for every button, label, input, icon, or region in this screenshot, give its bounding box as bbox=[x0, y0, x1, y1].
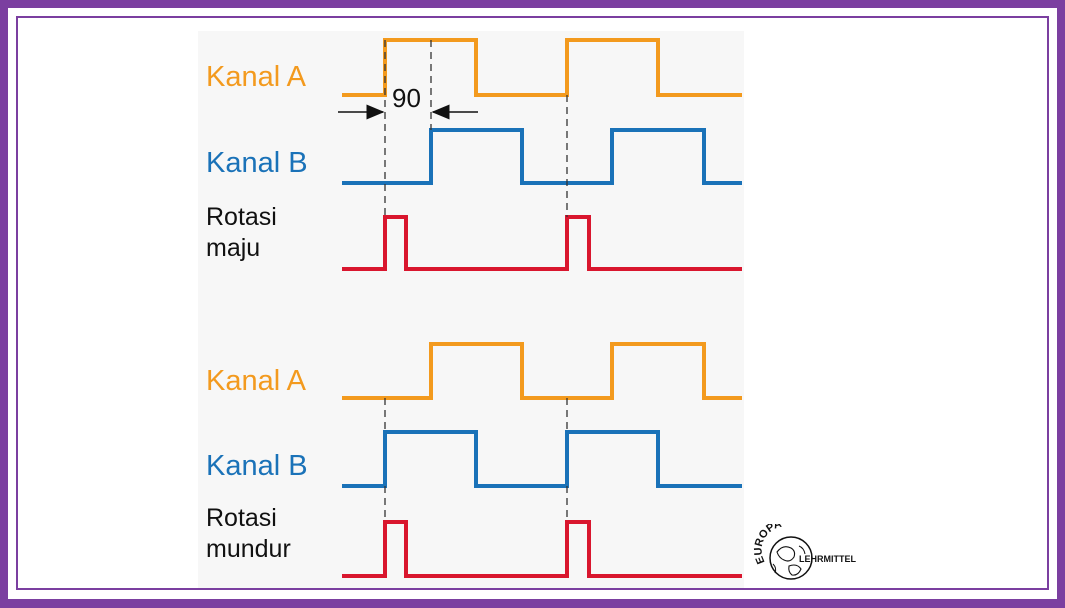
bottom-rotation-pulse bbox=[342, 520, 742, 578]
top-kanal-b-signal bbox=[342, 128, 742, 185]
phase-shift-label: 90 bbox=[392, 83, 421, 113]
bottom-kanal-b-label: Kanal B bbox=[206, 450, 308, 482]
bottom-rotation-label-line2: mundur bbox=[206, 535, 291, 563]
frame-inner-border bbox=[16, 16, 1049, 590]
europa-lehrmittel-logo: EUROPA LEHRMITTEL bbox=[753, 524, 856, 580]
bottom-kanal-a-signal bbox=[342, 342, 742, 400]
top-kanal-b-label: Kanal B bbox=[206, 147, 308, 179]
bottom-kanal-b-signal bbox=[342, 430, 742, 488]
top-rotation-pulse bbox=[342, 215, 742, 271]
top-rotation-label-line2: maju bbox=[206, 234, 261, 262]
bottom-rotation-label: Rotasi mundur bbox=[206, 503, 291, 565]
diagram-background bbox=[198, 31, 744, 588]
svg-text:LEHRMITTEL: LEHRMITTEL bbox=[799, 554, 856, 564]
top-rotation-label: Rotasi maju bbox=[206, 202, 277, 264]
bottom-kanal-a-label: Kanal A bbox=[206, 365, 306, 397]
top-kanal-a-label: Kanal A bbox=[206, 61, 306, 93]
top-rotation-label-line1: Rotasi bbox=[206, 203, 277, 231]
globe-icon bbox=[769, 536, 813, 580]
bottom-rotation-label-line1: Rotasi bbox=[206, 504, 277, 532]
